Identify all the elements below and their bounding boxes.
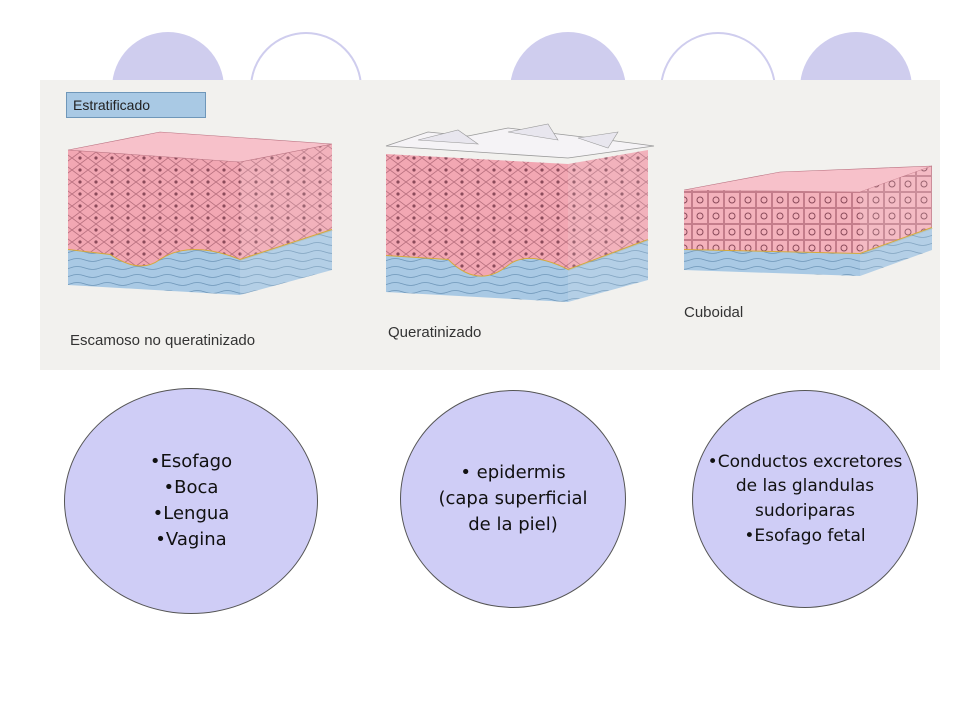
- bubble-line: •Lengua: [152, 503, 230, 524]
- bubble-nonkeratinized-locations: •Esofago •Boca •Lengua •Vagina: [64, 388, 318, 614]
- figure-tag: Estratificado: [66, 92, 206, 118]
- panel-nonkeratinized: Estratificado: [40, 80, 358, 370]
- nonkeratinized-tissue-illustration: [67, 131, 333, 295]
- bubble-line: •Boca: [163, 476, 219, 498]
- keratinized-tissue-illustration: [385, 123, 655, 302]
- bubble-keratinized-locations: • epidermis (capa superficial de la piel…: [400, 390, 626, 608]
- bubble-line: • epidermis: [460, 461, 566, 483]
- bubble-cuboidal-locations: •Conductos excretores de las glandulas s…: [692, 390, 918, 608]
- panel-cuboidal: Cuboidal: [660, 80, 940, 370]
- cuboidal-tissue-illustration: [683, 165, 933, 276]
- bubble-line: •Esofago: [149, 450, 233, 472]
- bubble-line: de las glandulas: [735, 476, 875, 497]
- bubble-line: •Esofago fetal: [744, 525, 866, 546]
- bubble-line: •Conductos excretores: [707, 451, 903, 472]
- bubble-line: de la piel): [468, 514, 558, 536]
- label-cuboidal: Cuboidal: [684, 304, 744, 321]
- label-keratinized: Queratinizado: [388, 324, 482, 341]
- epithelium-figure: Estratificado: [40, 80, 940, 370]
- label-nonkeratinized: Escamoso no queratinizado: [70, 332, 256, 349]
- panel-keratinized: Queratinizado: [358, 80, 660, 370]
- bubble-line: •Vagina: [155, 529, 227, 551]
- bubble-line: (capa superficial: [438, 487, 588, 509]
- bubble-line: sudoriparas: [754, 501, 855, 521]
